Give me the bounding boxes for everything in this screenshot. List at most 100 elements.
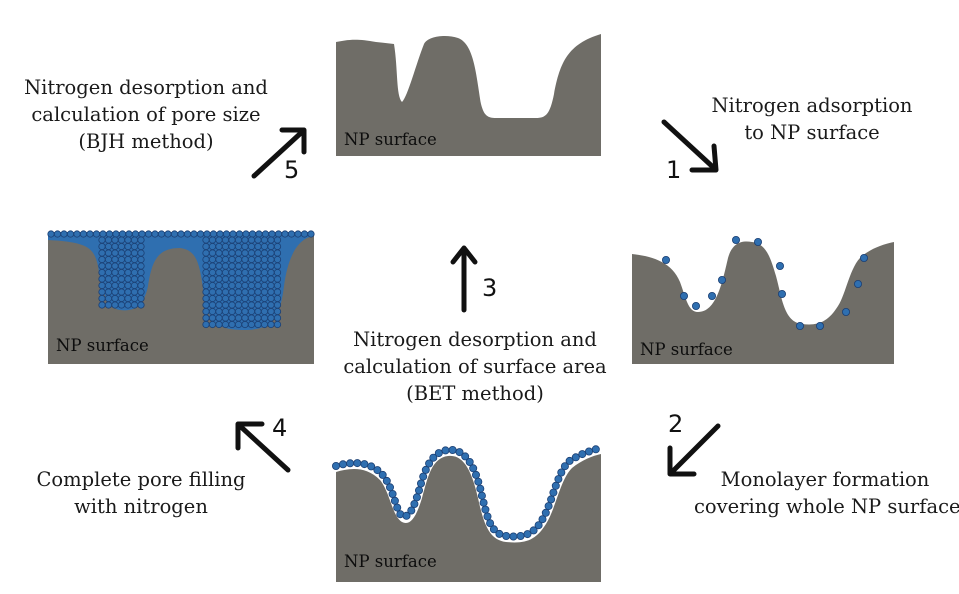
nitrogen-molecule (267, 262, 275, 270)
step-number-5: 5 (284, 156, 300, 184)
nitrogen-molecule (386, 483, 395, 492)
np-surface-bare (336, 34, 601, 156)
nitrogen-molecule (777, 290, 786, 299)
nitrogen-molecule (417, 479, 426, 488)
nitrogen-molecule (241, 314, 249, 322)
nitrogen-molecule (130, 236, 139, 244)
nitrogen-molecule (53, 230, 62, 238)
np-surface-pore-filled (47, 230, 315, 364)
nitrogen-molecule (130, 255, 139, 264)
nitrogen-molecule (66, 230, 75, 238)
nitrogen-molecule (144, 230, 153, 238)
nitrogen-molecule (208, 294, 217, 303)
nitrogen-molecule (221, 314, 230, 322)
nitrogen-molecule (273, 307, 282, 316)
nitrogen-molecule (208, 262, 217, 270)
nitrogen-molecule (534, 521, 543, 530)
nitrogen-molecule (267, 307, 275, 316)
nitrogen-molecule (117, 268, 126, 277)
nitrogen-molecule (124, 275, 132, 283)
nitrogen-molecule (795, 322, 804, 331)
nitrogen-molecule (111, 288, 119, 296)
nitrogen-molecule (104, 281, 113, 290)
nitrogen-molecule (117, 242, 126, 251)
nitrogen-molecule (661, 255, 670, 264)
nitrogen-molecule (202, 275, 210, 283)
nitrogen-molecule (254, 236, 262, 244)
nitrogen-molecule (339, 460, 347, 469)
nitrogen-molecule (529, 526, 538, 535)
nitrogen-molecule (234, 307, 243, 316)
nitrogen-molecule (228, 288, 236, 296)
nitrogen-molecule (98, 242, 106, 251)
np-surface-shape (336, 454, 601, 582)
nitrogen-molecule (215, 314, 223, 322)
nitrogen-molecule (718, 276, 727, 285)
nitrogen-molecule (273, 268, 282, 277)
nitrogen-molecule (117, 288, 126, 296)
nitrogen-molecule (241, 275, 249, 283)
nitrogen-molecule (260, 275, 269, 283)
nitrogen-molecule (124, 242, 132, 251)
nitrogen-molecule (455, 448, 464, 457)
nitrogen-molecule (523, 530, 532, 539)
nitrogen-molecule (73, 230, 81, 238)
nitrogen-molecule (557, 468, 566, 477)
nitrogen-molecule (202, 288, 210, 296)
nitrogen-molecule (382, 476, 391, 485)
nitrogen-molecule (254, 294, 262, 303)
nitrogen-molecule (130, 281, 139, 290)
nitrogen-molecule (170, 230, 179, 238)
nitrogen-molecule (202, 294, 210, 303)
nitrogen-molecule (260, 314, 269, 322)
panel-label-top: NP surface (344, 130, 437, 149)
nitrogen-molecule (241, 281, 249, 290)
nitrogen-molecule (228, 255, 236, 264)
nitrogen-molecule (254, 320, 262, 329)
nitrogen-molecule (99, 230, 107, 238)
np-surface-monolayer (332, 445, 601, 582)
nitrogen-molecule (241, 268, 249, 277)
nitrogen-molecule (502, 532, 511, 541)
nitrogen-molecule (332, 461, 340, 470)
nitrogen-molecule (215, 249, 223, 257)
nitrogen-molecule (137, 275, 145, 283)
step-number-3: 3 (482, 274, 498, 302)
nitrogen-molecule (254, 255, 262, 264)
nitrogen-molecule (815, 322, 824, 331)
nitrogen-molecule (221, 249, 230, 257)
nitrogen-molecule (104, 242, 113, 251)
nitrogen-molecule (111, 294, 119, 303)
nitrogen-molecule (516, 532, 525, 541)
nitrogen-molecule (221, 262, 230, 270)
nitrogen-molecule (137, 249, 145, 257)
nitrogen-molecule (98, 236, 106, 244)
nitrogen-molecule (254, 307, 262, 316)
nitrogen-molecule (130, 275, 139, 283)
nitrogen-molecule (486, 519, 495, 528)
nitrogen-molecule (241, 320, 249, 329)
nitrogen-molecule (261, 230, 270, 238)
nitrogen-molecule (241, 249, 249, 257)
nitrogen-molecule (124, 249, 132, 257)
nitrogen-molecule (273, 281, 282, 290)
nitrogen-molecule (267, 281, 275, 290)
nitrogen-molecule (234, 288, 243, 296)
nitrogen-molecule (221, 236, 230, 244)
nitrogen-molecule (234, 262, 243, 270)
nitrogen-molecule (248, 230, 257, 238)
nitrogen-molecule (410, 500, 419, 509)
nitrogen-molecule (247, 281, 256, 290)
nitrogen-molecule (215, 255, 223, 264)
nitrogen-molecule (267, 294, 275, 303)
nitrogen-molecule (273, 294, 282, 303)
nitrogen-molecule (202, 255, 210, 264)
nitrogen-molecule (254, 268, 262, 277)
nitrogen-molecule (208, 314, 217, 322)
nitrogen-molecule (260, 288, 269, 296)
nitrogen-molecule (104, 249, 113, 257)
nitrogen-molecule (79, 230, 88, 238)
nitrogen-molecule (221, 294, 230, 303)
nitrogen-molecule (254, 288, 262, 296)
nitrogen-molecule (138, 230, 146, 238)
